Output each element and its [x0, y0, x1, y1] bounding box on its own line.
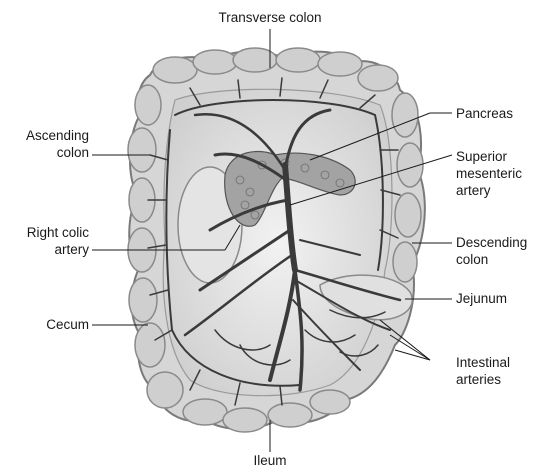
leader-intestinal-b [390, 335, 430, 360]
label-pancreas: Pancreas [456, 105, 541, 122]
label-ascending-colon: Ascending colon [0, 127, 89, 161]
label-descending-colon: Descending colon [456, 234, 541, 268]
label-cecum: Cecum [0, 316, 89, 333]
label-superior-mesenteric-artery: Superior mesenteric artery [456, 148, 541, 199]
label-transverse-colon: Transverse colon [200, 9, 340, 26]
label-ileum: Ileum [230, 452, 310, 469]
leader-intestinal-c [395, 350, 430, 360]
label-right-colic-artery: Right colic artery [0, 224, 89, 258]
label-jejunum: Jejunum [456, 290, 541, 307]
label-intestinal-arteries: Intestinal arteries [456, 354, 541, 388]
